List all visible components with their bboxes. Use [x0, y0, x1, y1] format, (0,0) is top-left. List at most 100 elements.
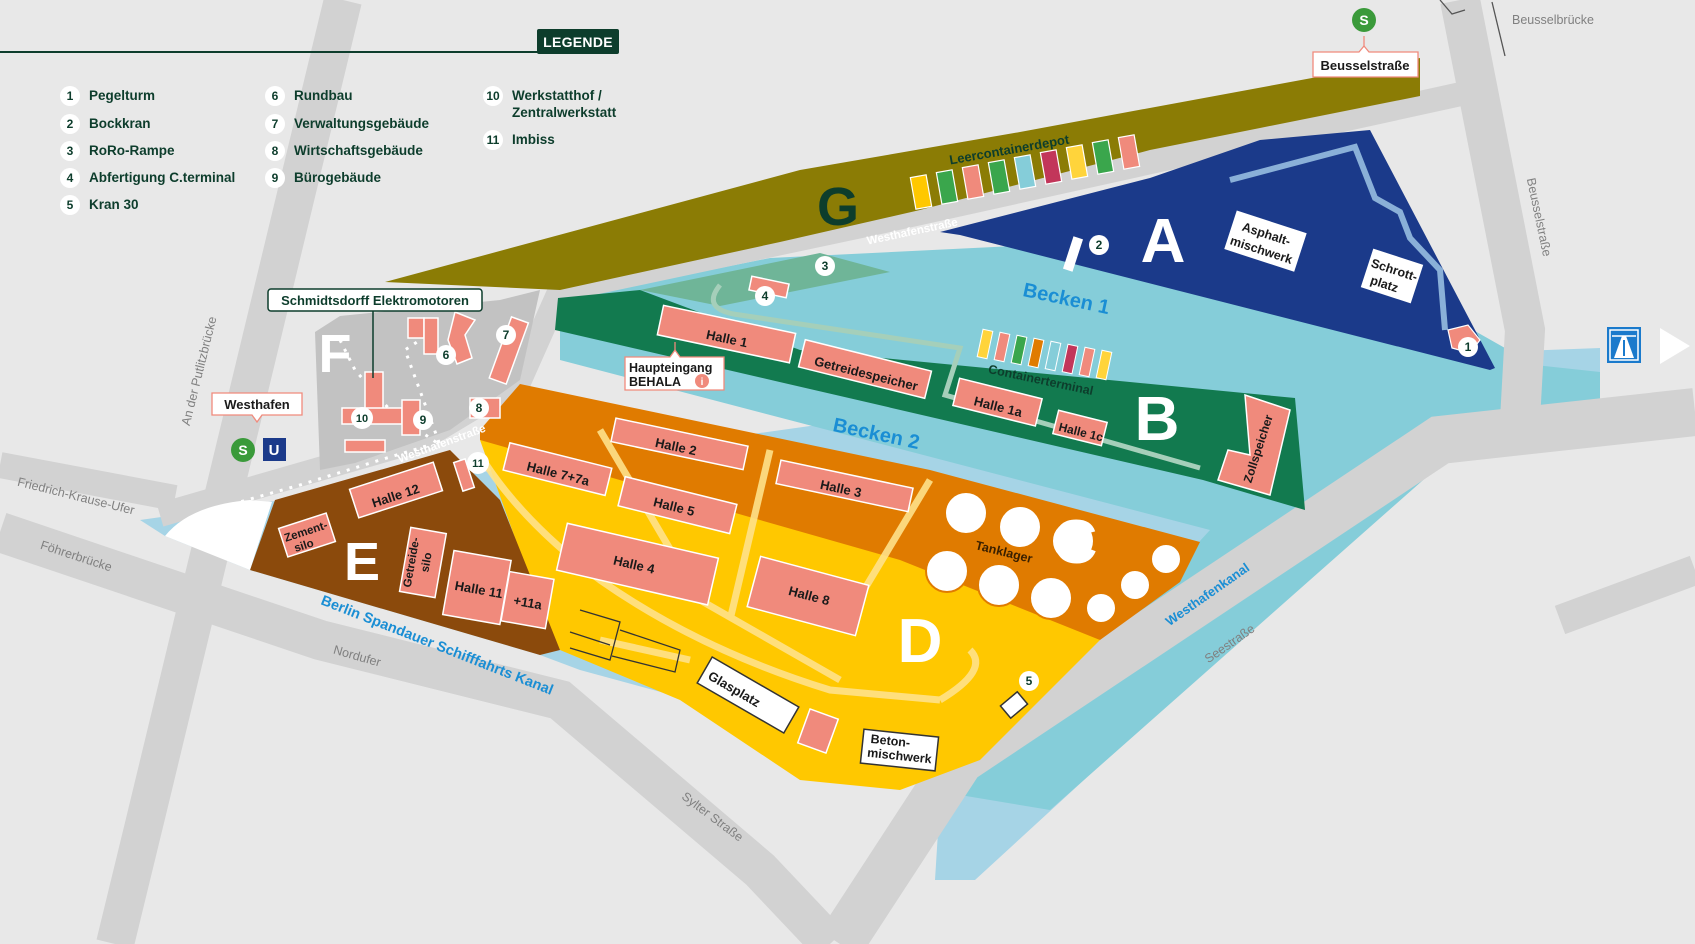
building-halle8 [746, 555, 870, 637]
containers-B [976, 328, 1113, 381]
svg-text:3: 3 [822, 259, 829, 273]
building-f3 [364, 371, 384, 413]
svg-text:Schmidtsdorff Elektromotoren: Schmidtsdorff Elektromotoren [281, 293, 469, 308]
building-halle11a [500, 570, 555, 630]
svg-text:S: S [238, 442, 247, 458]
svg-text:1: 1 [1465, 340, 1472, 354]
building-getreidesilo [398, 526, 448, 599]
building-halle3 [775, 459, 914, 513]
autobahn-icon [1607, 327, 1641, 363]
road-friedrich-krause-ufer [0, 452, 178, 511]
label-zement-2: silo [293, 537, 316, 555]
building-zollspeicher [1217, 393, 1291, 496]
svg-text:Westhafen: Westhafen [224, 397, 290, 412]
area-letters: G A B C D E F [319, 177, 1186, 676]
building-betonmischwerk [859, 728, 940, 772]
containers-G [909, 134, 1141, 210]
label-beusselbruecke: Beusselbrücke [1512, 13, 1594, 27]
area-G [385, 58, 1420, 290]
tanklager-tanks [925, 491, 1182, 624]
building-bockkran [1062, 236, 1084, 272]
building-asphaltmischwerk [1222, 208, 1309, 274]
buildings-B [656, 275, 1291, 496]
svg-text:4: 4 [762, 289, 769, 303]
station-westhafen: Westhafen S U [211, 392, 303, 462]
svg-text:BEHALA: BEHALA [629, 375, 681, 389]
s-bahn-icon [231, 438, 255, 462]
svg-text:8: 8 [476, 401, 483, 415]
area-A [940, 130, 1495, 370]
building-halle5 [617, 475, 738, 535]
svg-text:10: 10 [356, 413, 368, 425]
building-f2 [423, 317, 439, 355]
building-halle4 [555, 522, 720, 606]
svg-text:Beusselstraße: Beusselstraße [1321, 58, 1410, 73]
road-seestrasse [819, 388, 1695, 944]
marker-4: 4 [755, 286, 775, 306]
buildings-C [502, 417, 914, 535]
building-imbiss [452, 457, 476, 493]
marker-2: 2 [1089, 235, 1109, 255]
legend-divider [0, 51, 540, 53]
area-letter-B: B [1135, 385, 1180, 454]
svg-text:7: 7 [503, 328, 510, 342]
beusselbruecke-bridge [1439, 0, 1506, 57]
parking-lines [569, 609, 681, 673]
marker-10: 10 [351, 407, 373, 429]
area-white-patch [165, 500, 272, 570]
area-F-dotted-path [338, 338, 444, 449]
building-d-small [796, 707, 840, 755]
station-beusselstrasse: S Beusselstraße [1312, 8, 1419, 78]
label-beton-1: Beton- [870, 732, 911, 750]
westhafenstrasse-dotted [221, 443, 431, 509]
area-letter-F: F [319, 324, 352, 384]
svg-text:S: S [1359, 12, 1368, 28]
area-letter-C: C [1053, 508, 1098, 577]
building-halle7 [502, 441, 613, 497]
buildings-D [555, 522, 1029, 772]
building-f4 [344, 439, 386, 453]
callout-schmidtsdorff: Schmidtsdorff Elektromotoren [267, 288, 483, 378]
area-A-track [1229, 143, 1448, 331]
marker-9: 9 [413, 410, 433, 430]
building-halle1c [1051, 409, 1109, 447]
building-halle1a [951, 377, 1044, 427]
buildings-A [1062, 208, 1481, 354]
area-letter-A: A [1141, 207, 1186, 276]
svg-text:11: 11 [472, 458, 484, 470]
building-glasplatz [696, 655, 800, 735]
road-foehrerbruecke [0, 513, 845, 944]
info-icon [695, 374, 709, 388]
svg-text:U: U [269, 442, 280, 459]
road-bottom-right [1554, 555, 1695, 635]
marker-3: 3 [815, 256, 835, 276]
building-schrottplatz [1358, 246, 1426, 306]
area-B-track [710, 283, 1201, 471]
number-markers: 1 2 3 4 5 6 7 8 9 10 11 [351, 235, 1478, 691]
label-halle11a: +11a [512, 593, 543, 613]
building-halle1 [656, 304, 797, 364]
area-letter-G: G [817, 177, 859, 237]
svg-text:6: 6 [443, 348, 450, 362]
building-zementsilo [277, 512, 337, 558]
svg-text:2: 2 [1096, 238, 1103, 252]
building-verwaltung [488, 315, 530, 386]
building-halle2 [610, 417, 749, 471]
area-letter-E: E [344, 532, 380, 592]
building-kran30 [999, 690, 1029, 720]
u-bahn-icon [263, 438, 286, 461]
area-letter-D: D [898, 607, 943, 676]
s-bahn-icon [1352, 8, 1376, 32]
